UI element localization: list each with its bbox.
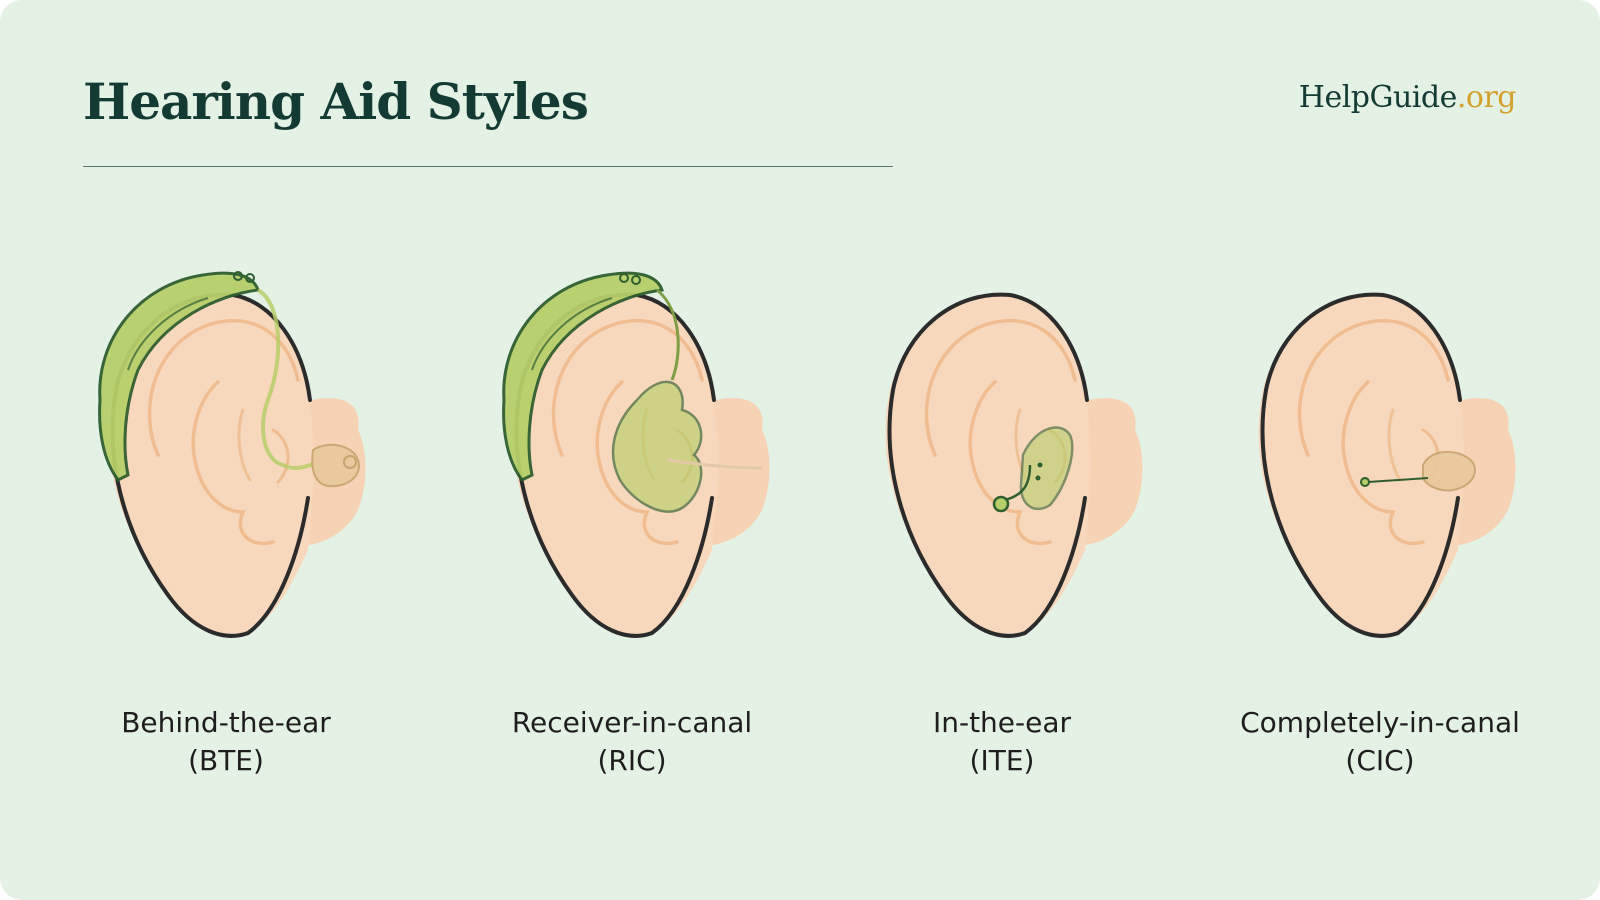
page-title: Hearing Aid Styles	[83, 72, 589, 131]
caption-ric: Receiver-in-canal (RIC)	[452, 704, 812, 780]
caption-ite-abbr: (ITE)	[969, 744, 1035, 777]
caption-cic-abbr: (CIC)	[1345, 744, 1415, 777]
ear-bte-icon	[68, 250, 398, 670]
ear-ite-icon	[845, 250, 1175, 670]
caption-cic: Completely-in-canal (CIC)	[1200, 704, 1560, 780]
caption-bte: Behind-the-ear (BTE)	[46, 704, 406, 780]
brand-domain: .org	[1456, 80, 1517, 115]
caption-ite: In-the-ear (ITE)	[822, 704, 1182, 780]
caption-ite-name: In-the-ear	[932, 706, 1072, 739]
caption-cic-name: Completely-in-canal	[1240, 706, 1520, 739]
brand-name: HelpGuide	[1298, 80, 1458, 115]
brand-logo[interactable]: HelpGuide.org	[1298, 80, 1517, 115]
ear-ric-icon	[472, 250, 802, 670]
caption-bte-abbr: (BTE)	[188, 744, 264, 777]
caption-bte-name: Behind-the-ear	[121, 706, 331, 739]
title-divider	[83, 166, 893, 167]
caption-ric-name: Receiver-in-canal	[511, 706, 753, 739]
caption-ric-abbr: (RIC)	[597, 744, 667, 777]
ear-cic-icon	[1218, 250, 1548, 670]
